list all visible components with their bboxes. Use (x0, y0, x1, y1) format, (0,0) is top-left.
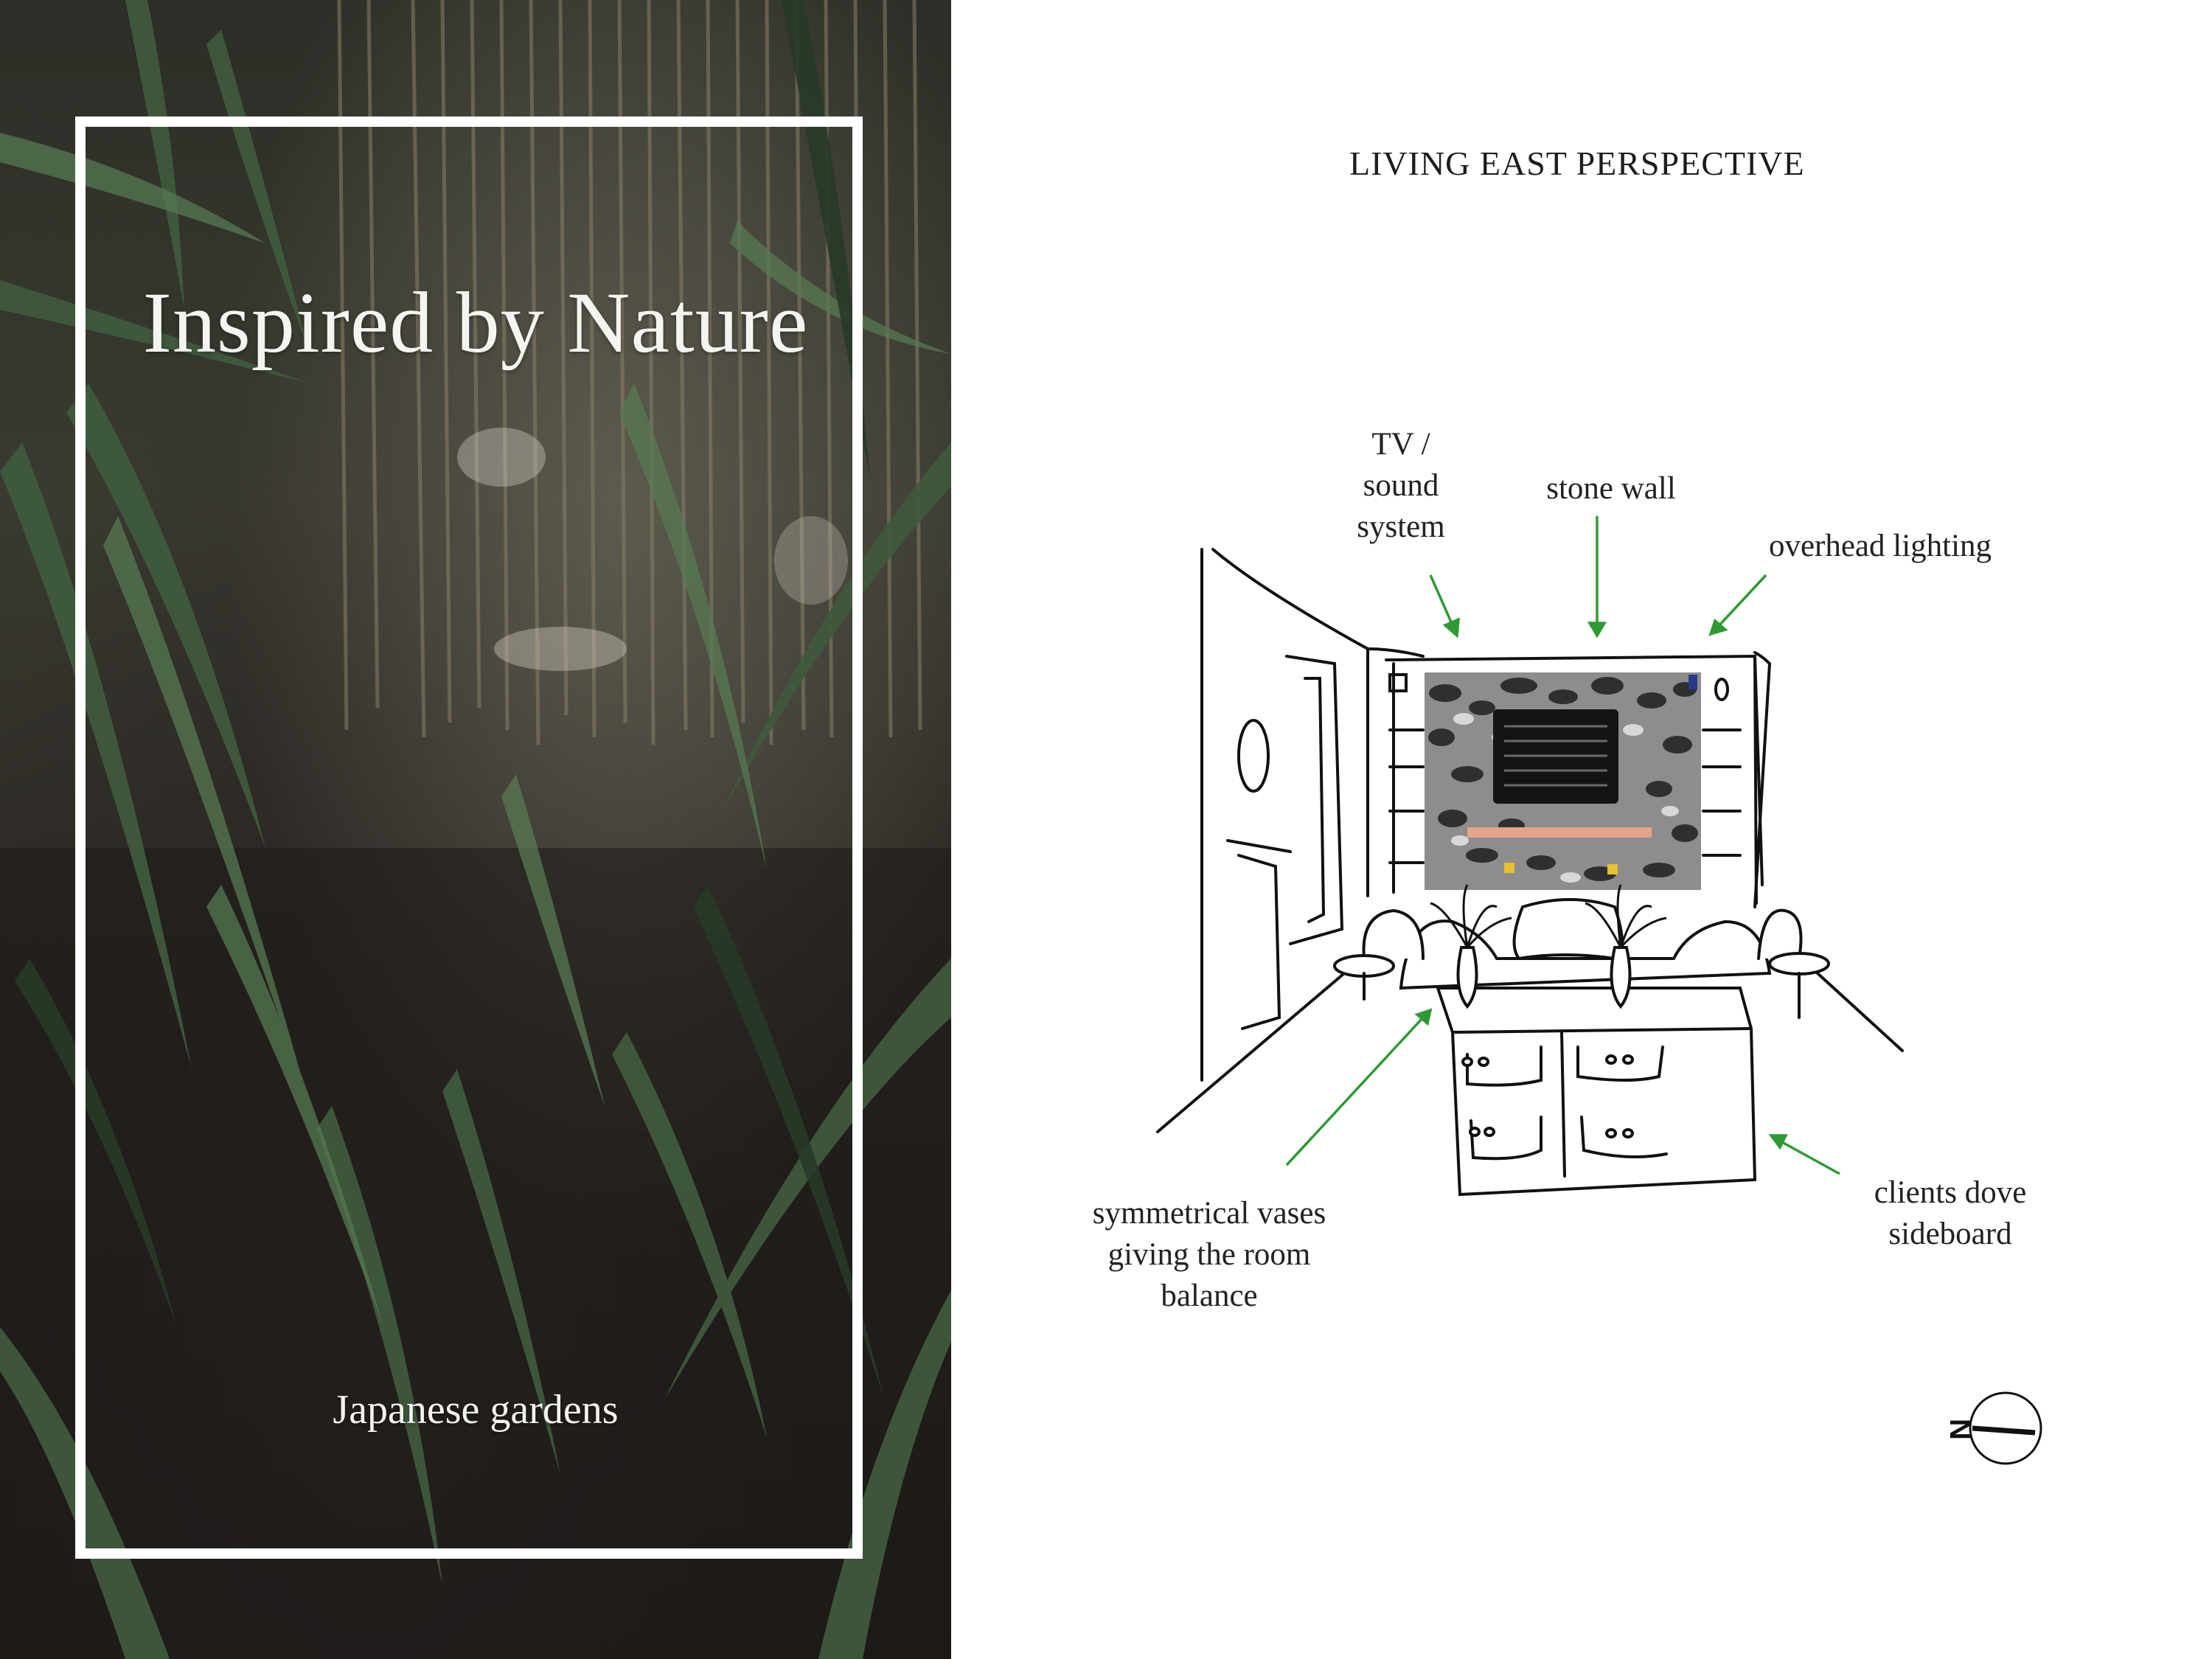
label-stone-wall: stone wall (1546, 471, 1676, 506)
cover-subtitle: Japanese gardens (333, 1387, 619, 1433)
armchair-right (1757, 908, 1803, 960)
sofa-back (1399, 919, 1772, 990)
bamboo-foliage-image (0, 0, 951, 1659)
vase-left (1456, 946, 1478, 1009)
ceiling-left (1211, 548, 1425, 658)
label-symmetrical-vases: symmetrical vases giving the room balanc… (1092, 1196, 1326, 1313)
label-overhead-lighting: overhead lighting (1768, 529, 1992, 563)
side-table-right (1768, 952, 1830, 975)
wood-shelf (1467, 827, 1652, 838)
vase-right (1610, 946, 1632, 1009)
page-title: LIVING EAST PERSPECTIVE (1349, 145, 1805, 182)
stone-wall-fill (1425, 672, 1701, 890)
cover-title: Inspired by Nature (142, 274, 809, 371)
cover-panel: Inspired by Nature Japanese gardens (0, 0, 951, 1659)
sketch-page: LIVING EAST PERSPECTIVE (951, 0, 2212, 1659)
compass-north-icon: N (1944, 1391, 2042, 1465)
sideboard (1436, 987, 1757, 1197)
label-dove-sideboard: clients dove sideboard (1874, 1175, 2027, 1251)
living-room-sketch: N (1156, 516, 2042, 1465)
annotation-arrows (1285, 516, 1840, 1175)
cover-frame (75, 116, 863, 1559)
floor-left (1156, 964, 1354, 1133)
north-letter: N (1944, 1419, 1976, 1440)
armchair-left (1362, 908, 1425, 960)
label-tv-sound-system: TV / sound system (1357, 427, 1445, 544)
